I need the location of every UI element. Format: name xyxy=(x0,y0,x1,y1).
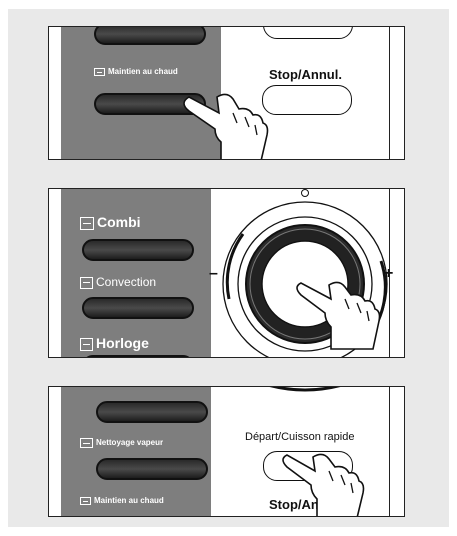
panel-keep-warm: Maintien au chaud Stop/Annul. xyxy=(48,26,405,160)
dial-plus: + xyxy=(384,265,393,283)
panel-dial: Combi Convection Horloge – + xyxy=(48,188,405,358)
hand-pointer-icon xyxy=(49,387,405,517)
panel-start: Nettoyage vapeur Maintien au chaud Dépar… xyxy=(48,386,405,517)
dial-knob-icon[interactable] xyxy=(49,189,405,358)
dial-minus: – xyxy=(209,265,218,283)
hand-pointer-icon xyxy=(49,27,405,160)
